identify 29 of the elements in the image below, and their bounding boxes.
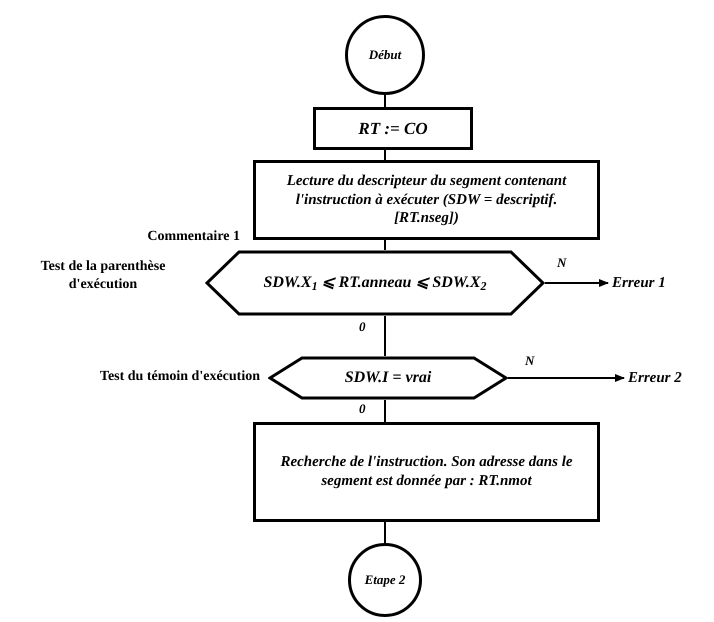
node-text: SDW.X$_{1}$ ⩽ RT.anneau ⩽ SDW.X$_{2}$ — [263, 273, 487, 293]
decision-hexagon — [268, 356, 508, 400]
decision-hexagon — [205, 250, 545, 316]
terminal-label: Erreur 1 — [612, 272, 692, 294]
process-box — [253, 160, 600, 240]
connector-line — [384, 522, 386, 543]
edge-label: N — [556, 256, 568, 269]
side-note: Commentaire 1 — [146, 228, 240, 246]
connector-line — [384, 240, 386, 250]
process-box — [313, 107, 473, 150]
node-text: Lecture du descripteur du segment contenant l'instruction à exécuter (SDW = descriptif.[RT.nseg]) — [286, 172, 568, 228]
node-text: SDW.I = vrai — [344, 368, 432, 388]
side-note: Test de la parenthèse d'exécution — [40, 258, 166, 293]
node-text: Recherche de l'instruction. Son adresse dans le segment est donnée par : RT.nmot — [279, 453, 574, 491]
node-text: Etape 2 — [364, 572, 406, 588]
side-note: Test du témoin d'exécution — [98, 368, 260, 386]
edge-label: N — [524, 354, 536, 367]
edge-label: 0 — [358, 320, 366, 333]
connector-line — [384, 150, 386, 160]
node-text: Début — [368, 46, 402, 64]
connector-line — [384, 95, 386, 107]
terminal-label: Erreur 2 — [628, 367, 708, 389]
connector-line — [384, 316, 386, 356]
connector-line — [384, 400, 386, 422]
node-text: RT := CO — [358, 118, 428, 140]
arrow — [545, 279, 609, 287]
arrow — [508, 374, 625, 382]
process-box — [253, 422, 600, 522]
edge-label: 0 — [358, 402, 366, 415]
